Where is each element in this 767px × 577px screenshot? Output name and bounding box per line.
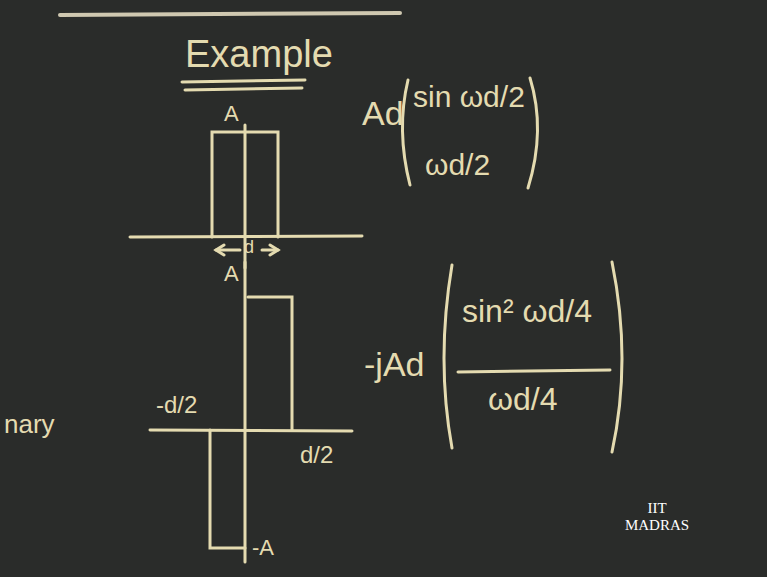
rect-pulse [248,297,292,430]
axis-label: -d/2 [156,392,197,418]
board-edge [60,13,400,15]
formula-factor: Ad [362,95,404,132]
rect-pulse [212,132,278,237]
parenthesis [444,265,452,448]
watermark: IIT MADRAS [622,500,692,533]
rect-pulse [210,430,245,548]
formula-numerator: sin² ωd/4 [462,294,592,329]
formula-denominator: ωd/4 [488,382,557,417]
formula-factor: -jAd [364,346,424,383]
axis [130,236,362,237]
title: Example [185,34,333,76]
dimension-arrow [216,245,224,255]
axis [244,262,247,562]
parenthesis [612,262,622,452]
amplitude-label: A [224,262,239,286]
formula-numerator: sin ωd/2 [413,80,525,113]
amplitude-label: -A [252,536,274,560]
fraction-bar [458,370,610,372]
axis-label: d/2 [300,442,333,468]
width-label: d [244,238,254,258]
title-underline [185,88,302,90]
formula-denominator: ωd/2 [425,148,490,181]
dimension-arrow [270,245,278,255]
parenthesis [528,78,538,188]
title-underline [182,80,305,82]
axis [150,430,352,431]
partial-word: nary [4,410,55,439]
amplitude-label: A [224,102,239,126]
